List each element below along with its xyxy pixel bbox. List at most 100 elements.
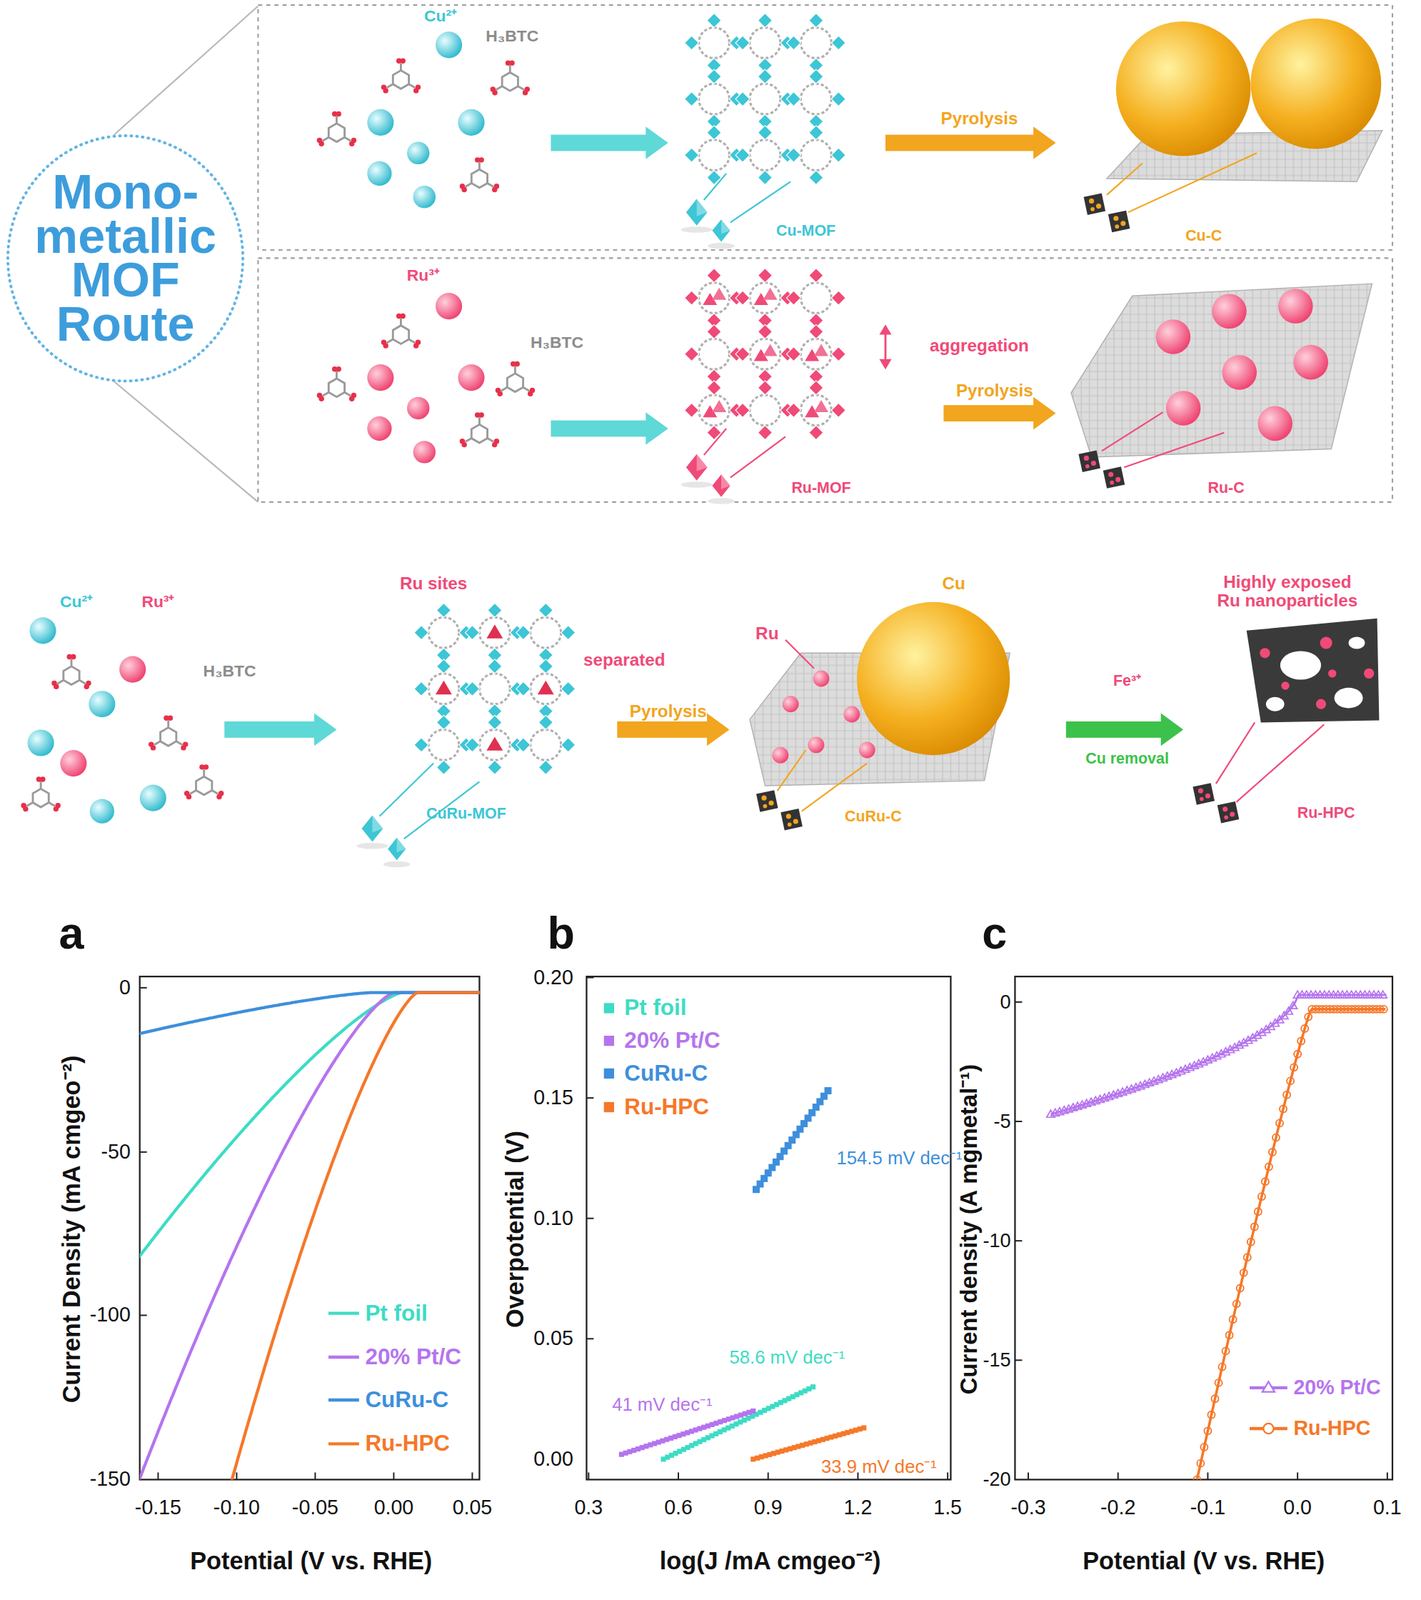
mof-cage xyxy=(479,616,510,648)
crystal-face xyxy=(721,219,731,234)
tick-mark xyxy=(767,1471,770,1479)
axes-frame xyxy=(1014,976,1393,1479)
tick-label: -15 xyxy=(982,1348,1011,1371)
tick-mark xyxy=(139,1313,148,1316)
mass-activity-curve xyxy=(1050,994,1387,1114)
mof-cage xyxy=(479,729,510,760)
tick-mark xyxy=(471,1471,473,1479)
tick-mark xyxy=(1014,1001,1022,1003)
carbon-chip xyxy=(1108,210,1130,233)
legend-label: 20% Pt/C xyxy=(624,1028,720,1054)
data-marker xyxy=(1229,1315,1237,1323)
btc-bond xyxy=(335,371,338,379)
metal-node xyxy=(414,737,429,752)
carbon-chip xyxy=(1103,466,1125,488)
material-label: CuRu-C xyxy=(844,809,902,827)
arrow-head xyxy=(1161,713,1184,747)
ru-site xyxy=(711,287,727,300)
metal-node xyxy=(809,13,824,28)
tick-label: -0.3 xyxy=(1010,1496,1046,1519)
data-marker xyxy=(1280,1011,1289,1019)
oxygen-atom xyxy=(413,87,419,93)
ru-particle xyxy=(859,741,876,759)
route-panel xyxy=(257,4,1393,250)
route-ellipse xyxy=(7,135,243,381)
metal-node xyxy=(684,92,700,107)
data-marker xyxy=(1268,1148,1277,1156)
chip-dot xyxy=(1120,220,1126,226)
mof-cage xyxy=(699,83,730,115)
cu-particle xyxy=(1250,18,1382,150)
ru-site xyxy=(814,343,829,356)
ru-particle xyxy=(1363,668,1374,679)
ru-site xyxy=(763,343,778,356)
chip-dot xyxy=(1109,480,1114,485)
btc-bond xyxy=(501,387,508,391)
mof-cage xyxy=(699,139,730,171)
metal-node xyxy=(538,659,553,674)
data-marker xyxy=(1200,1443,1208,1451)
tick-mark xyxy=(586,1337,594,1339)
slope-annotation: 58.6 mV dec⁻¹ xyxy=(729,1346,845,1367)
metal-ion xyxy=(88,690,115,717)
metal-ion xyxy=(119,656,146,683)
tick-label: 0.00 xyxy=(533,1447,574,1470)
legend-marker xyxy=(1262,1381,1275,1392)
legend-label: CuRu-C xyxy=(624,1061,708,1087)
metal-node xyxy=(786,147,801,163)
oxygen-atom xyxy=(399,313,405,319)
metal-ion xyxy=(413,185,436,208)
tick-mark xyxy=(946,1471,949,1479)
legend-sample xyxy=(328,1441,360,1445)
material-label: Cu-C xyxy=(1185,228,1222,246)
carbon-chip xyxy=(1078,449,1100,472)
metal-ion xyxy=(29,616,56,644)
legend-label: 20% Pt/C xyxy=(364,1344,461,1370)
oxygen-atom xyxy=(514,361,520,367)
ru-particle xyxy=(782,695,800,712)
metal-node xyxy=(706,268,722,283)
ru-site xyxy=(763,287,778,300)
btc-bond xyxy=(344,137,352,141)
legend-sample xyxy=(328,1355,360,1359)
mof-cage xyxy=(530,673,562,705)
tick-mark xyxy=(1296,1471,1299,1479)
metal-node xyxy=(735,35,750,50)
tick-label: 1.5 xyxy=(933,1496,962,1519)
carbon-chip xyxy=(1217,801,1239,823)
data-marker xyxy=(1297,1037,1305,1045)
metal-node xyxy=(735,402,750,418)
charts xyxy=(126,976,1393,1512)
arrow-head xyxy=(314,713,337,747)
metal-node xyxy=(706,69,722,84)
btc-bond xyxy=(517,86,525,90)
mof-cage xyxy=(800,338,832,370)
callout-line xyxy=(114,6,258,135)
metal-node xyxy=(538,714,553,730)
linker-label: H₃BTC xyxy=(202,661,256,680)
btc-bond xyxy=(399,63,403,71)
pore xyxy=(1334,687,1364,709)
process-arrow xyxy=(550,420,648,438)
axes-frame xyxy=(586,976,951,1479)
leader-line xyxy=(1101,412,1164,451)
metal-node xyxy=(786,347,801,362)
metal-ion xyxy=(435,292,463,320)
oxygen-atom xyxy=(335,366,341,372)
metal-node xyxy=(786,290,801,305)
process-arrow xyxy=(885,134,1036,152)
axis-title: Current Density (mA cmgeo⁻²) xyxy=(59,1055,84,1404)
octahedral-crystal xyxy=(711,219,730,242)
metal-node xyxy=(684,35,700,50)
data-marker xyxy=(1236,1284,1244,1292)
callout-label: Ru sites xyxy=(399,574,468,594)
leader-line xyxy=(785,639,815,669)
data-marker xyxy=(1304,1013,1312,1021)
arrow-head xyxy=(706,713,730,747)
tafel-point xyxy=(750,1408,756,1414)
arrow-head xyxy=(1033,397,1056,430)
btc-bond xyxy=(322,137,330,141)
btc-bond xyxy=(79,679,86,684)
oxygen-atom xyxy=(413,342,419,348)
leader-line xyxy=(704,428,727,455)
